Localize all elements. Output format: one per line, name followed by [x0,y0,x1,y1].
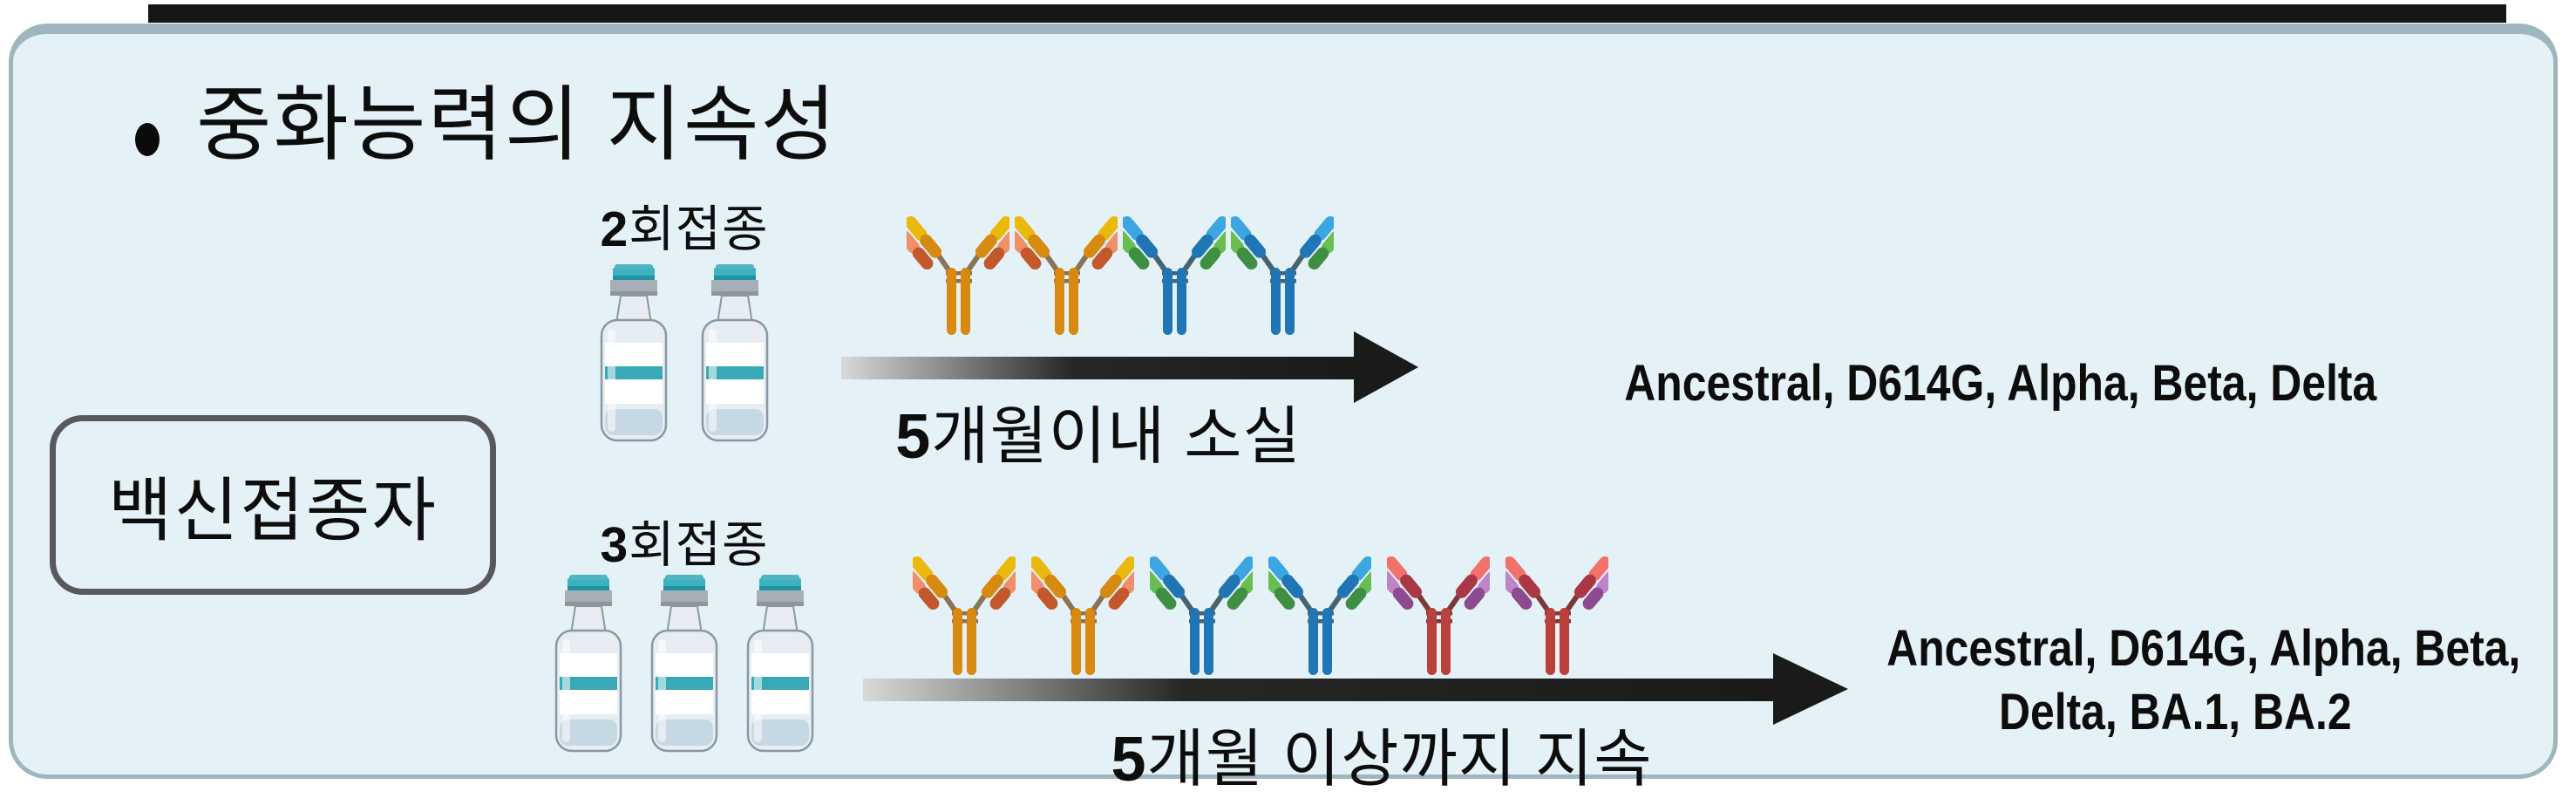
timeline-arrow-2 [863,650,1848,733]
page-title: 중화능력의 지속성 [196,78,838,170]
antibody-icon [1015,215,1118,335]
bullet-icon [135,123,160,156]
antibody-icon [1123,215,1226,335]
variant-list-2-line2: Delta, BA.1, BA.2 [1998,684,2352,740]
vaccine-vials-row-2 [501,573,867,754]
vaccine-vial-icon [701,264,769,442]
antibody-icon [1387,556,1490,675]
vaccine-vial-icon [554,575,622,753]
variant-list-2: Ancestral, D614G, Alpha, Beta, Delta, BA… [1835,617,2520,744]
variant-list-1: Ancestral, D614G, Alpha, Beta, Delta [1530,351,2471,415]
antibody-icon [1150,556,1253,675]
main-panel: 중화능력의 지속성 백신접종자 2회접종 [9,24,2558,795]
variant-list-1-line1: Ancestral, D614G, Alpha, Beta, Delta [1624,355,2377,412]
antibody-icon [907,215,1009,335]
arrow-caption-1: 5개월이내 소실 [895,402,1302,472]
vaccine-vial-icon [746,575,814,753]
dose-label-3: 3회접종 [600,517,769,573]
antibody-row-2 [913,556,1608,679]
antibody-icon [1231,215,1334,335]
arrow-icon [841,331,1418,403]
vaccinated-label: 백신접종자 [108,472,438,549]
antibody-icon [1268,556,1371,675]
title: 중화능력의 지속성 [135,78,838,172]
top-divider-bar [148,4,2506,23]
vaccinated-group-box: 백신접종자 [50,415,496,595]
vaccine-vial-icon [600,264,668,442]
timeline-arrow-1 [841,328,1418,411]
antibody-row-1 [907,215,1334,339]
arrow-icon [863,653,1848,725]
arrow-caption-2: 5개월 이상까지 지속 [1111,725,1653,795]
dose-label-2: 2회접종 [600,201,769,257]
vaccine-vials-row-1 [501,263,867,444]
antibody-icon [1505,556,1608,675]
vaccine-vial-icon [650,575,718,753]
antibody-icon [1031,556,1134,675]
antibody-icon [913,556,1016,675]
variant-list-2-line1: Ancestral, D614G, Alpha, Beta, [1886,620,2521,677]
